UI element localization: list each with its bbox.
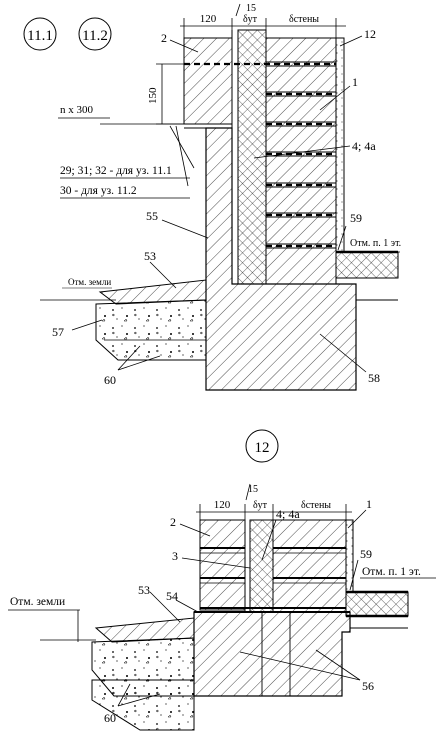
detail-marker-11-2-label: 11.2 bbox=[82, 28, 108, 44]
bottom-detail: 12 120 δут δстены 15 bbox=[8, 429, 436, 731]
ground-mark: Отм. земли bbox=[68, 277, 111, 287]
detail-marker-11-2 bbox=[78, 17, 112, 51]
callout-1: 1 bbox=[352, 75, 358, 89]
callout-53-2: 53 bbox=[138, 583, 150, 597]
callout-60-2: 60 bbox=[104, 711, 116, 725]
mortar-joints bbox=[266, 61, 336, 249]
top-detail: 11.1 11.2 bbox=[23, 3, 401, 391]
mortar-joints-2 bbox=[200, 547, 346, 609]
callout-55: 55 bbox=[146, 209, 158, 223]
dim-gap-label-2: 15 bbox=[248, 484, 258, 495]
dim-wall-label: δстены bbox=[289, 14, 319, 25]
callout-56: 56 bbox=[362, 679, 374, 693]
callout-12: 12 bbox=[364, 27, 376, 41]
facing-brick-layer-2 bbox=[199, 519, 246, 611]
reinforcement-mesh bbox=[184, 62, 336, 248]
detail-marker-12-label: 12 bbox=[255, 440, 270, 456]
callout-3: 3 bbox=[172, 549, 178, 563]
insulation-layer-2 bbox=[249, 519, 274, 613]
dim-gap-label: 15 bbox=[246, 3, 256, 14]
sand-bed-2 bbox=[91, 679, 195, 731]
callout-54: 54 bbox=[166, 589, 178, 603]
floor-slab-2 bbox=[345, 591, 409, 617]
callout-2-2: 2 bbox=[170, 515, 176, 529]
callout-4-2: 4; 4а bbox=[276, 507, 300, 521]
callout-53: 53 bbox=[144, 249, 156, 263]
dim-facing-label: 120 bbox=[200, 13, 217, 25]
foundation-blocks bbox=[193, 611, 351, 697]
main-wall bbox=[265, 37, 337, 285]
callout-57: 57 bbox=[52, 325, 64, 339]
dim-wall-label-2: δстены bbox=[301, 500, 331, 511]
floor-mark-2: Отм. п. 1 эт. bbox=[362, 566, 421, 578]
note-29: 29; 31; 32 - для уз. 11.1 bbox=[60, 165, 172, 177]
dim-facing-label-2: 120 bbox=[214, 499, 231, 511]
detail-marker-11-1 bbox=[23, 17, 57, 51]
note-30: 30 - для уз. 11.2 bbox=[60, 185, 137, 197]
dim-insulation-label-2: δут bbox=[253, 500, 268, 511]
plaster-layer bbox=[335, 37, 345, 253]
concrete-base bbox=[95, 299, 207, 361]
floor-mark: Отм. п. 1 эт. bbox=[350, 238, 401, 249]
callout-60: 60 bbox=[104, 373, 116, 387]
detail-marker-12 bbox=[245, 429, 279, 463]
floor-slab bbox=[335, 251, 399, 279]
callout-1-2: 1 bbox=[366, 497, 372, 511]
detail-marker-11-1-label: 11.1 bbox=[27, 28, 53, 44]
facing-brick-layer bbox=[183, 37, 233, 125]
callout-59-2: 59 bbox=[360, 547, 372, 561]
ground-mark-2: Отм. земли bbox=[10, 596, 65, 608]
dim-height-label: 150 bbox=[147, 87, 159, 104]
main-wall-2 bbox=[272, 519, 347, 613]
callout-4: 4; 4а bbox=[352, 139, 376, 153]
step-note: n x 300 bbox=[60, 104, 94, 116]
callout-2: 2 bbox=[161, 31, 167, 45]
dim-insulation-label: δут bbox=[243, 14, 258, 25]
callout-59: 59 bbox=[350, 211, 362, 225]
callout-58: 58 bbox=[368, 371, 380, 385]
